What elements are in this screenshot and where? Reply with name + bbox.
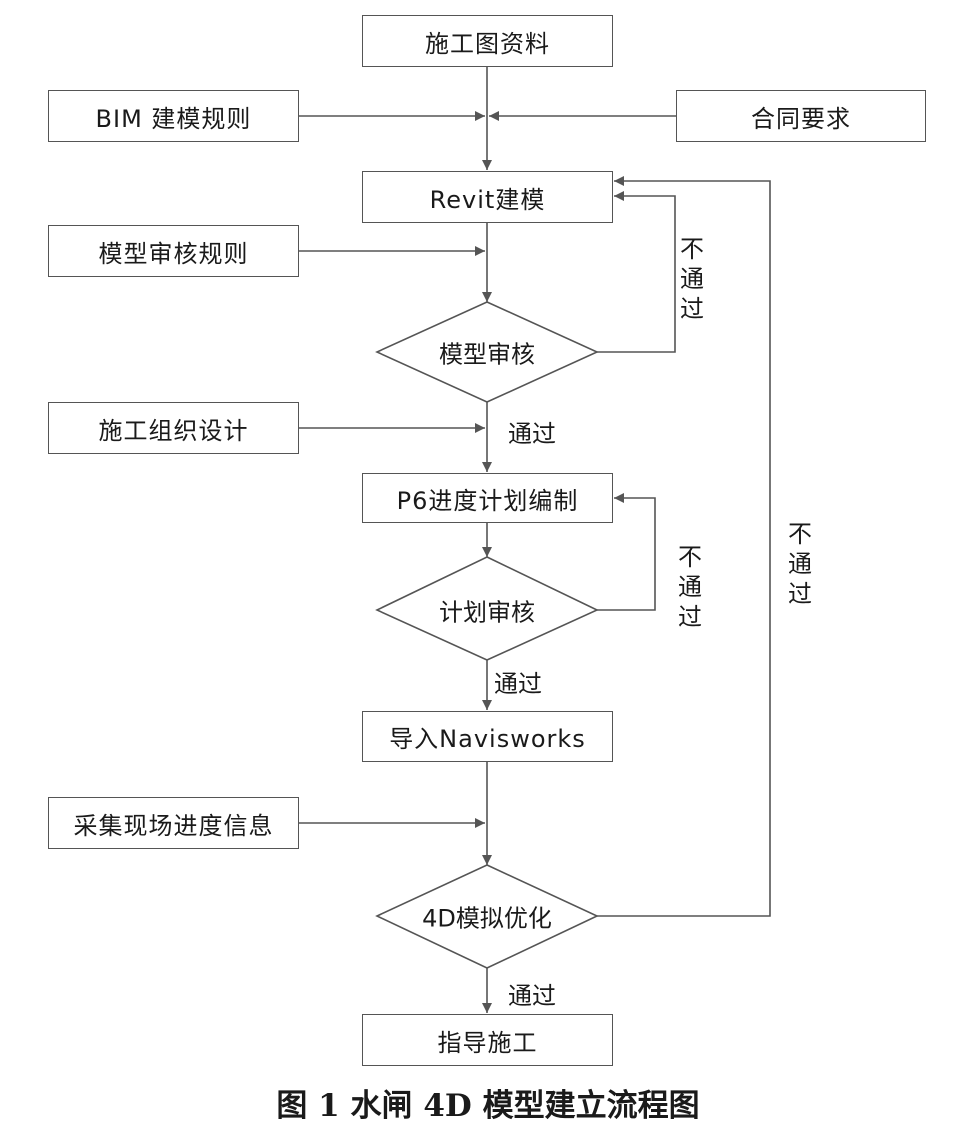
fail-label-2: 不通过 <box>678 543 702 631</box>
node-guide-label: 指导施工 <box>437 1028 538 1057</box>
sim-opt-label: 4D模拟优化 <box>422 904 552 933</box>
plan-review-label: 计划审核 <box>439 598 535 627</box>
node-revit: Revit建模 <box>362 171 613 223</box>
node-drawings-label: 施工图资料 <box>425 29 550 58</box>
node-construction-design: 施工组织设计 <box>48 402 299 454</box>
figure-caption: 图 1 水闸 4D 模型建立流程图 <box>276 1088 700 1124</box>
node-construction-design-label: 施工组织设计 <box>98 416 249 445</box>
node-bim-rules-label: BIM 建模规则 <box>95 104 252 133</box>
node-contract-label: 合同要求 <box>751 104 851 133</box>
loop-model-review-fail <box>597 191 676 353</box>
node-site-info-label: 采集现场进度信息 <box>73 811 274 840</box>
node-site-info: 采集现场进度信息 <box>48 797 299 849</box>
pass-label-1: 通过 <box>508 420 556 448</box>
node-p6-plan-label: P6进度计划编制 <box>396 486 579 515</box>
model-review-label: 模型审核 <box>439 340 535 369</box>
node-guide: 指导施工 <box>362 1014 613 1066</box>
node-contract: 合同要求 <box>676 90 926 142</box>
node-revit-label: Revit建模 <box>429 185 546 214</box>
diamond-plan-review <box>375 556 599 661</box>
pass-label-3: 通过 <box>508 982 556 1010</box>
node-navisworks: 导入Navisworks <box>362 711 613 762</box>
node-p6-plan: P6进度计划编制 <box>362 473 613 523</box>
node-review-rules: 模型审核规则 <box>48 225 299 277</box>
loop-plan-review-fail <box>597 493 656 611</box>
fail-label-1: 不通过 <box>680 235 704 323</box>
node-review-rules-label: 模型审核规则 <box>98 239 249 268</box>
loop-sim-fail <box>597 176 771 917</box>
fail-label-3: 不通过 <box>788 520 812 608</box>
node-drawings: 施工图资料 <box>362 15 613 67</box>
pass-label-2: 通过 <box>494 670 542 698</box>
diamond-sim-opt <box>375 864 599 969</box>
node-bim-rules: BIM 建模规则 <box>48 90 299 142</box>
diamond-model-review <box>375 301 599 403</box>
node-navisworks-label: 导入Navisworks <box>389 725 586 753</box>
